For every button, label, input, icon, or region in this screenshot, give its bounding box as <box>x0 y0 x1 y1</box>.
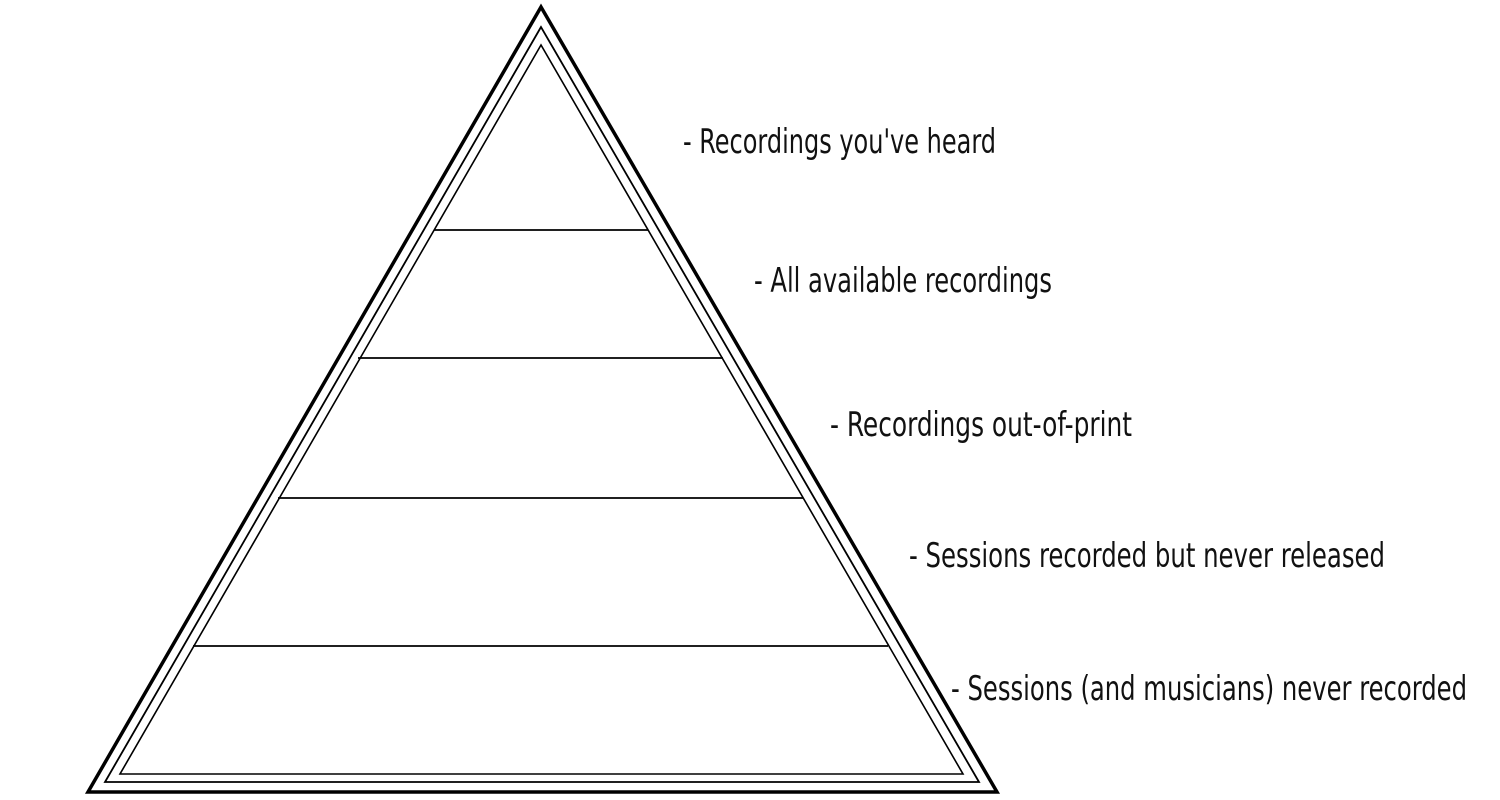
tier-label-unreleased: - Sessions recorded but never released <box>909 536 1385 576</box>
tier-label-never-recorded: - Sessions (and musicians) never recorde… <box>951 669 1467 709</box>
tier-label-available: - All available recordings <box>754 261 1052 301</box>
tier-label-heard: - Recordings you've heard <box>683 122 996 162</box>
pyramid-outer-border <box>84 3 1001 794</box>
pyramid-middle-border <box>103 25 981 783</box>
pyramid-inner-border <box>118 43 965 775</box>
tier-label-out-of-print: - Recordings out-of-print <box>830 405 1132 445</box>
